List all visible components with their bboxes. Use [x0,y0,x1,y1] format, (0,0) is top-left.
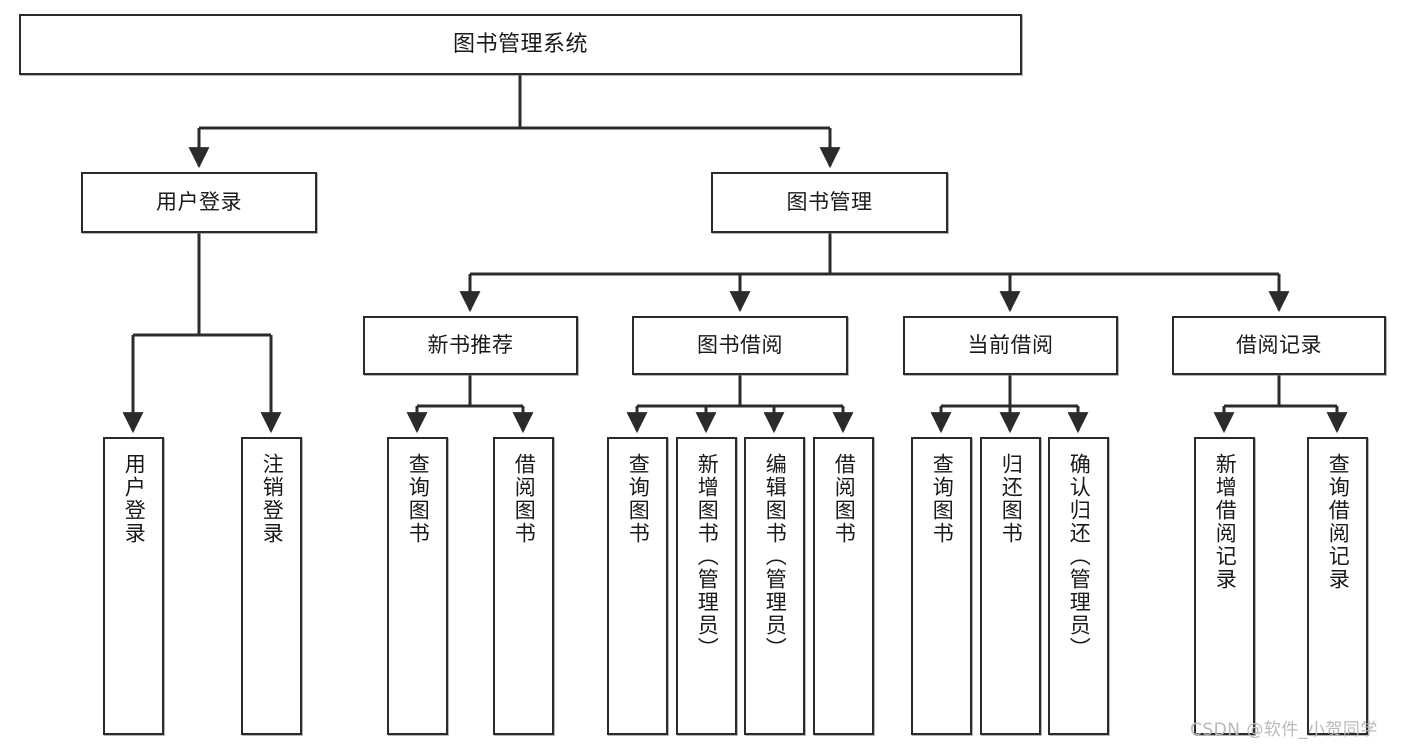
node-book-borrow[interactable]: 图书借阅 [632,316,848,375]
watermark: CSDN @软件_小贺同学 [1190,720,1378,740]
node-leaf-return-book-label: 归还图书 [999,453,1024,545]
node-leaf-query-record[interactable]: 查询借阅记录 [1307,437,1368,735]
node-leaf-logout[interactable]: 注销登录 [241,437,302,735]
node-leaf-logout-label: 注销登录 [260,453,285,545]
node-leaf-add-record-label: 新增借阅记录 [1213,453,1238,591]
node-leaf-confirm-return-label: 确认归还（管理员） [1067,453,1092,660]
node-leaf-edit-book[interactable]: 编辑图书（管理员） [744,437,805,735]
node-leaf-user-login-label: 用户登录 [122,453,147,545]
node-leaf-add-book[interactable]: 新增图书（管理员） [676,437,737,735]
node-book-manage-label: 图书管理 [786,190,873,215]
node-leaf-user-login[interactable]: 用户登录 [103,437,164,735]
node-leaf-borrow-book-2[interactable]: 借阅图书 [813,437,874,735]
node-root[interactable]: 图书管理系统 [19,14,1022,75]
node-leaf-add-book-label: 新增图书（管理员） [695,453,720,660]
node-leaf-query-book-2[interactable]: 查询图书 [607,437,668,735]
node-user-login[interactable]: 用户登录 [81,172,317,233]
node-leaf-query-book-2-label: 查询图书 [626,453,651,545]
node-leaf-query-book-1[interactable]: 查询图书 [387,437,448,735]
node-current-borrow[interactable]: 当前借阅 [903,316,1118,375]
node-leaf-borrow-book-1-label: 借阅图书 [512,453,537,545]
node-leaf-confirm-return[interactable]: 确认归还（管理员） [1048,437,1109,735]
node-leaf-edit-book-label: 编辑图书（管理员） [763,453,788,660]
node-book-borrow-label: 图书借阅 [697,333,783,358]
node-leaf-borrow-book-2-label: 借阅图书 [832,453,857,545]
node-new-book-rec[interactable]: 新书推荐 [363,316,578,375]
node-user-login-label: 用户登录 [156,190,242,215]
node-new-book-rec-label: 新书推荐 [427,333,514,358]
node-borrow-record-label: 借阅记录 [1236,333,1322,358]
node-leaf-query-book-3-label: 查询图书 [930,453,955,545]
node-leaf-borrow-book-1[interactable]: 借阅图书 [493,437,554,735]
node-borrow-record[interactable]: 借阅记录 [1172,316,1386,375]
node-leaf-query-book-1-label: 查询图书 [406,453,431,545]
node-book-manage[interactable]: 图书管理 [711,172,948,233]
node-leaf-add-record[interactable]: 新增借阅记录 [1194,437,1255,735]
node-leaf-query-book-3[interactable]: 查询图书 [911,437,972,735]
node-leaf-query-record-label: 查询借阅记录 [1326,453,1351,591]
node-current-borrow-label: 当前借阅 [967,333,1054,358]
node-leaf-return-book[interactable]: 归还图书 [980,437,1041,735]
node-root-label: 图书管理系统 [452,31,588,57]
